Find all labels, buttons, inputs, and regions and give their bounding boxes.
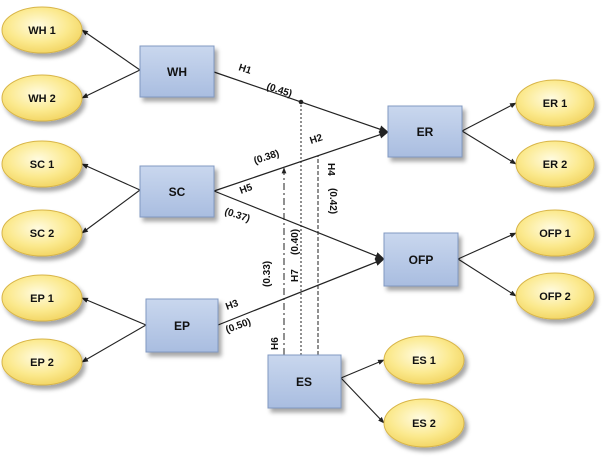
h2-label: H2 bbox=[309, 132, 325, 147]
indicator-er1-label: ER 1 bbox=[543, 98, 567, 110]
construct-ep-label: EP bbox=[174, 319, 190, 333]
indicator-sc1-ellipse bbox=[1, 140, 83, 188]
indicator-lines bbox=[81, 29, 517, 424]
construct-sc-box bbox=[139, 165, 215, 218]
line-ep-ep1 bbox=[81, 297, 147, 326]
indicator-wh1-label: WH 1 bbox=[28, 25, 56, 37]
line-sc-sc2 bbox=[81, 189, 141, 234]
line-es-es2 bbox=[340, 377, 385, 424]
line-wh-wh1 bbox=[81, 29, 141, 71]
indicator-wh1-ellipse bbox=[1, 6, 83, 54]
construct-es-box bbox=[267, 354, 342, 409]
construct-labels: WH SC EP ER OFP ES bbox=[167, 65, 434, 389]
moderation-paths bbox=[281, 99, 319, 355]
indicator-ep2-ellipse bbox=[1, 338, 83, 386]
construct-boxes bbox=[139, 45, 463, 409]
indicator-er2-label: ER 2 bbox=[543, 159, 567, 171]
h1-label: H1 bbox=[237, 62, 253, 77]
indicator-ofp1-label: OFP 1 bbox=[539, 228, 571, 240]
indicator-ellipses bbox=[1, 6, 595, 448]
h7-label: H7 bbox=[290, 269, 301, 282]
h6-label: H6 bbox=[270, 337, 281, 350]
path-h3-ep-ofp bbox=[217, 258, 385, 326]
construct-wh-box bbox=[139, 45, 215, 98]
h1-coefficient: (0.45) bbox=[265, 81, 293, 100]
indicator-wh2-label: WH 2 bbox=[28, 93, 56, 105]
indicator-es2-label: ES 2 bbox=[412, 418, 436, 430]
h7-junction-dot bbox=[298, 99, 304, 105]
indicator-ep1-ellipse bbox=[1, 274, 83, 322]
path-labels: H1 (0.45) H2 (0.38) H5 (0.37) H3 (0.50) … bbox=[223, 62, 338, 350]
line-sc-sc1 bbox=[81, 163, 141, 191]
line-es-es1 bbox=[340, 359, 385, 379]
line-ofp-ofp2 bbox=[457, 258, 517, 297]
indicator-er1-ellipse bbox=[515, 79, 595, 127]
line-ofp-ofp1 bbox=[457, 232, 517, 260]
construct-wh-label: WH bbox=[167, 65, 187, 79]
indicator-ep1-label: EP 1 bbox=[30, 293, 54, 305]
indicator-labels: WH 1 WH 2 SC 1 SC 2 EP 1 EP 2 ER 1 ER 2 … bbox=[28, 25, 571, 430]
indicator-wh2-ellipse bbox=[1, 74, 83, 122]
path-h5-sc-ofp bbox=[213, 190, 385, 260]
h6-coefficient: (0.33) bbox=[262, 261, 273, 287]
h4-coefficient: (0.42) bbox=[327, 188, 338, 214]
construct-ofp-label: OFP bbox=[409, 253, 434, 267]
indicator-er2-ellipse bbox=[515, 140, 595, 188]
indicator-ep2-label: EP 2 bbox=[30, 357, 54, 369]
construct-ofp-box bbox=[383, 232, 459, 287]
construct-ep-box bbox=[145, 298, 219, 353]
line-wh-wh2 bbox=[81, 69, 141, 99]
construct-er-box bbox=[387, 105, 463, 158]
indicator-es1-label: ES 1 bbox=[412, 355, 436, 367]
h3-coefficient: (0.50) bbox=[224, 317, 252, 336]
h5-label: H5 bbox=[238, 182, 254, 197]
indicator-es1-ellipse bbox=[383, 335, 465, 385]
indicator-ofp1-ellipse bbox=[515, 209, 595, 257]
h4-label: H4 bbox=[325, 163, 336, 176]
indicator-sc1-label: SC 1 bbox=[30, 159, 54, 171]
line-er-er1 bbox=[461, 102, 517, 132]
line-ep-ep2 bbox=[81, 324, 147, 363]
construct-er-label: ER bbox=[417, 125, 434, 139]
h5-coefficient: (0.37) bbox=[223, 206, 251, 225]
indicator-ofp2-label: OFP 2 bbox=[539, 291, 571, 303]
h3-label: H3 bbox=[224, 298, 240, 313]
h2-coefficient: (0.38) bbox=[253, 148, 281, 167]
h7-coefficient: (0.40) bbox=[290, 229, 301, 255]
indicator-sc2-label: SC 2 bbox=[30, 228, 54, 240]
indicator-sc2-ellipse bbox=[1, 209, 83, 257]
indicator-es2-ellipse bbox=[383, 398, 465, 448]
construct-sc-label: SC bbox=[169, 185, 186, 199]
construct-es-label: ES bbox=[296, 375, 312, 389]
line-er-er2 bbox=[461, 130, 517, 165]
indicator-ofp2-ellipse bbox=[515, 272, 595, 320]
